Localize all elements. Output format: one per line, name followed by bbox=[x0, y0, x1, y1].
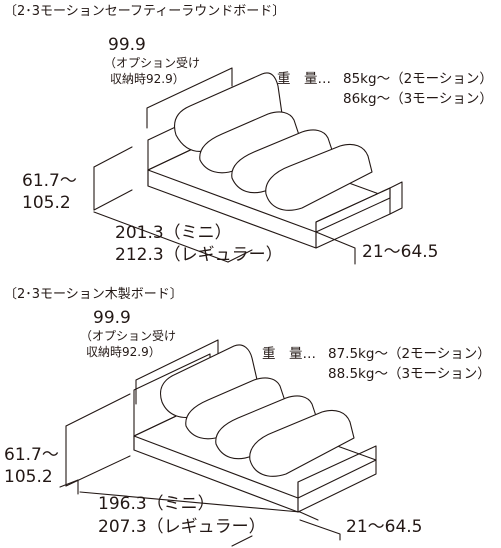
length-dimension-line bbox=[79, 491, 319, 521]
width-dimension-line bbox=[146, 67, 233, 129]
height-max: 105.2 bbox=[4, 467, 53, 487]
board-height-dimension-line bbox=[315, 231, 356, 265]
mattress-thigh-section bbox=[215, 395, 319, 460]
mattress-seat-section bbox=[185, 377, 287, 440]
height-min: 61.7～ bbox=[22, 171, 77, 191]
weight-2motion: 85kg～（2モーション） bbox=[343, 71, 493, 87]
board-height: 21～64.5 bbox=[362, 242, 439, 262]
board-height: 21～64.5 bbox=[346, 517, 423, 537]
mattress-leg-section bbox=[249, 409, 355, 477]
height-min: 61.7～ bbox=[4, 445, 59, 465]
weight-3motion: 86kg～（3モーション） bbox=[343, 91, 493, 107]
length-regular: 207.3（レギュラー） bbox=[98, 517, 266, 537]
option-note-line1: （オプション受け bbox=[80, 329, 177, 343]
mattress-leg-section bbox=[265, 143, 373, 211]
mattress-thigh-section bbox=[231, 129, 335, 194]
length-regular: 212.3（レギュラー） bbox=[115, 245, 283, 265]
width-dimension-line bbox=[135, 339, 219, 405]
section-heading: 〔2･3モーション木製ボード〕 bbox=[4, 287, 183, 302]
height-dimension-top bbox=[93, 146, 133, 168]
width-value: 99.9 bbox=[93, 308, 131, 328]
section-heading: 〔2･3モーションセーフティーラウンドボード〕 bbox=[4, 4, 286, 19]
option-note-line2: 収納時92.9） bbox=[110, 72, 185, 86]
bed-drawing bbox=[93, 67, 403, 265]
mattress-back-section bbox=[173, 72, 283, 153]
option-note-line2: 収納時92.9） bbox=[86, 345, 161, 359]
height-dimension-bottom bbox=[93, 189, 133, 211]
height-max: 105.2 bbox=[22, 193, 71, 213]
length-dimension-start bbox=[59, 479, 79, 495]
board-height-dimension-line bbox=[299, 519, 341, 541]
length-mini: 196.3（ミニ） bbox=[98, 494, 215, 514]
width-value: 99.9 bbox=[108, 35, 146, 55]
weight-label: 重 量… bbox=[262, 346, 316, 362]
weight-2motion: 87.5kg～（2モーション） bbox=[328, 346, 491, 362]
height-dimension-top bbox=[65, 393, 131, 427]
length-mini: 201.3（ミニ） bbox=[115, 223, 232, 243]
length-dimension-line bbox=[93, 211, 229, 263]
mattress-back-section bbox=[159, 344, 259, 419]
weight-label: 重 量… bbox=[277, 71, 331, 87]
weight-3motion: 88.5kg～（3モーション） bbox=[328, 366, 491, 382]
option-note-line1: （オプション受け bbox=[104, 56, 201, 70]
foot-board bbox=[297, 459, 377, 513]
mattress-seat-section bbox=[199, 111, 301, 174]
